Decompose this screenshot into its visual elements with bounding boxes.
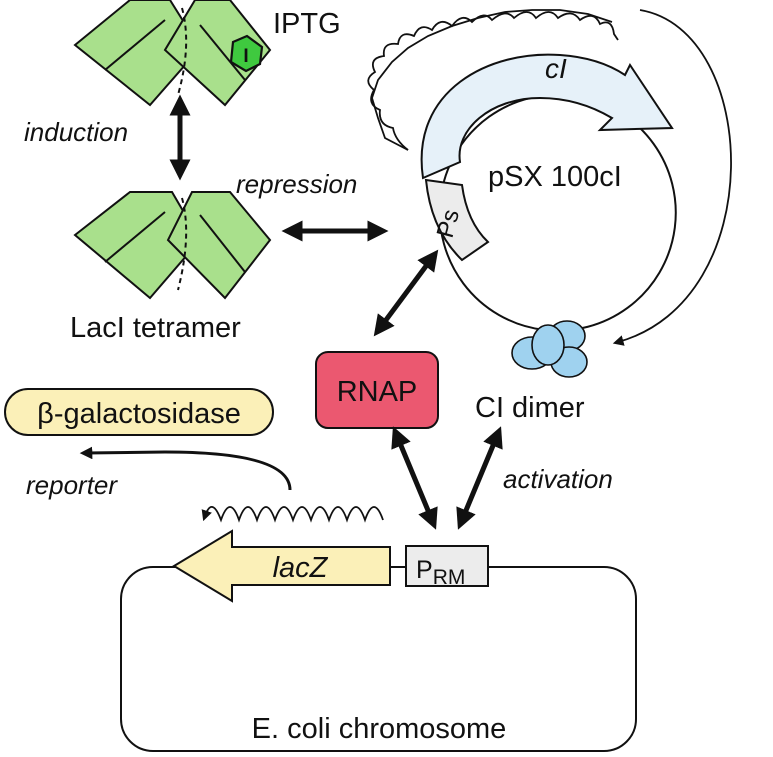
prm-p: P [416,556,433,584]
laci-iptg-complex: I [73,0,272,107]
beta-galactosidase-box [4,388,274,436]
plasmid-label: pSX 100cI [488,161,622,193]
activation-label: activation [503,464,613,494]
laci-tetramer [73,191,272,300]
rnap-box [315,351,439,429]
laci-tetramer-label: LacI tetramer [70,312,241,344]
induction-label: induction [24,117,128,147]
prm-subscript: RM [433,566,466,589]
rnap-prm-arrow [391,426,438,530]
translation-arrow [612,9,732,346]
repression-label: repression [236,169,357,199]
chromosome-label: E. coli chromosome [252,713,507,745]
iptg-inducer-icon: I [229,34,264,73]
beta-galactosidase-label: β-galactosidase [37,398,241,430]
ci-gene-label: cI [545,53,567,84]
ci-prm-arrow [456,426,503,530]
plasmid-psx100ci: cI Ps pSX 100cI [420,53,677,332]
lacz-transcript-wave [201,506,384,523]
ps-promoter: Ps [424,178,490,262]
ci-dimer-label: CI dimer [475,392,585,424]
rnap-label: RNAP [337,376,418,408]
reporter-label: reporter [26,470,118,500]
inducer-symbol: I [243,46,248,67]
reporter-arrow [79,446,292,491]
iptg-label: IPTG [273,8,341,40]
prm-promoter: PRM [405,545,489,589]
prm-label: PRM [416,556,465,589]
lacz-gene-arrow: lacZ [172,529,391,603]
ci-gene-arrow [420,53,674,180]
lacz-label: lacZ [273,552,329,584]
ci-dimer-icon [511,320,588,378]
ci-transcript-detail [367,11,619,151]
ci-transcript-wave [371,9,613,151]
rnap-plasmid-arrow [373,249,439,337]
